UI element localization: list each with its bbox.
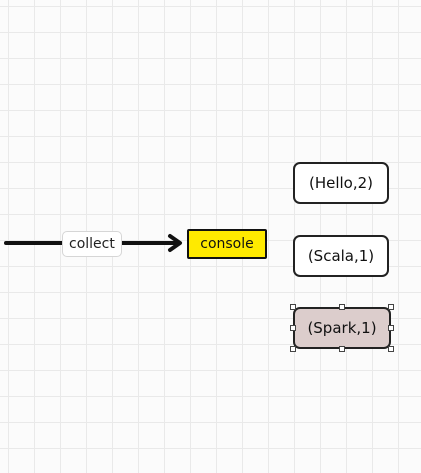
selection-handle-bottom-right[interactable]	[388, 346, 394, 352]
selection-handle-bottom-middle[interactable]	[339, 346, 345, 352]
tuple-node-scala[interactable]: (Scala,1)	[293, 235, 389, 277]
selection-handle-top-right[interactable]	[388, 304, 394, 310]
selection-handle-middle-left[interactable]	[290, 325, 296, 331]
console-node[interactable]: console	[187, 229, 267, 259]
selection-handle-top-middle[interactable]	[339, 304, 345, 310]
collect-edge-label[interactable]: collect	[62, 231, 122, 257]
selection-handle-top-left[interactable]	[290, 304, 296, 310]
tuple-node-hello[interactable]: (Hello,2)	[293, 162, 389, 204]
tuple-node-spark[interactable]: (Spark,1)	[293, 307, 391, 349]
selection-handle-bottom-left[interactable]	[290, 346, 296, 352]
collect-arrow-head	[168, 234, 182, 252]
selection-handle-middle-right[interactable]	[388, 325, 394, 331]
